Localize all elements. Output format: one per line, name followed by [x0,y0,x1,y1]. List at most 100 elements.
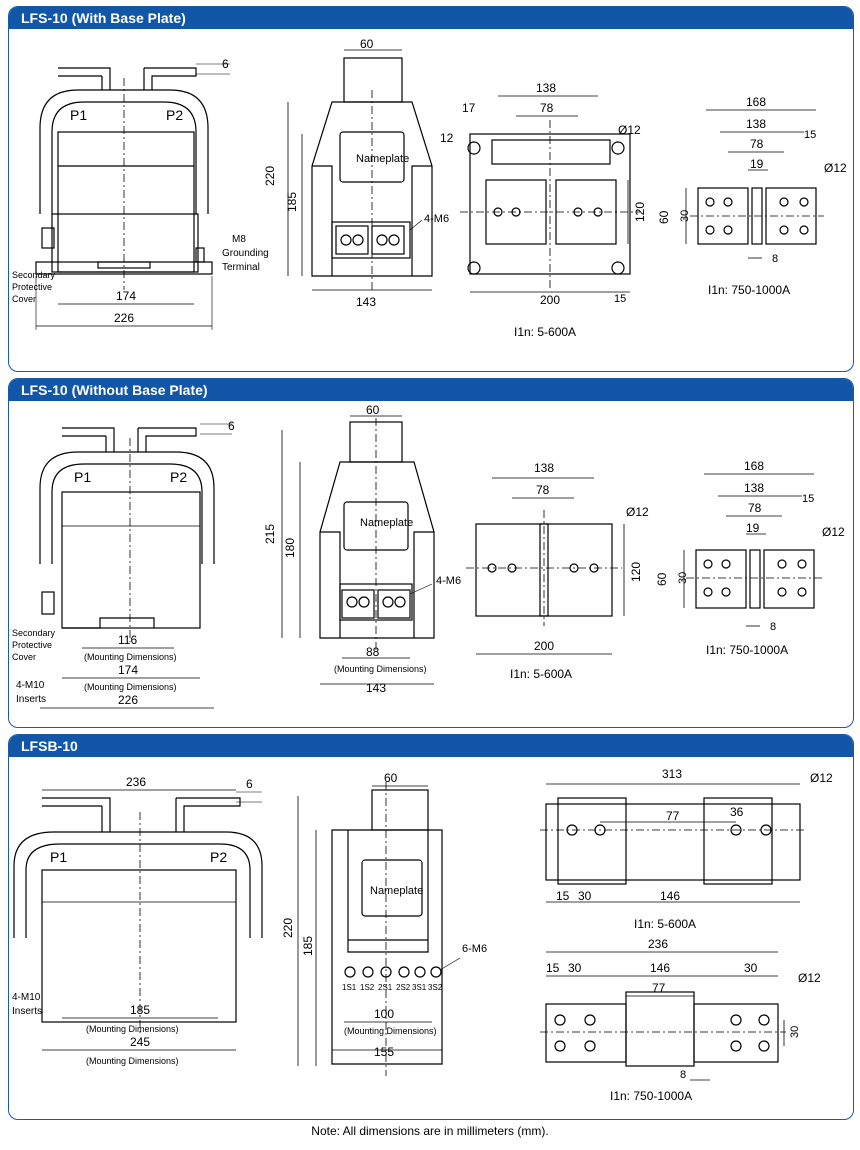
dim-label: 200 [540,293,560,307]
label-range-high: I1n: 750-1000A [708,283,790,297]
label-m10-inserts: 4-M10 [12,992,41,1003]
dim-label: 185 [130,1003,150,1017]
dim-label: 220 [281,918,295,938]
label-mounting: (Mounting Dimensions) [84,682,177,692]
dim-label: 17 [462,101,476,115]
dim-label: 78 [750,137,764,151]
dim-label: 78 [748,501,762,515]
dim-label: 30 [677,572,689,584]
dim-label: 60 [366,403,380,417]
dim-label: 30 [568,961,582,975]
label-secondary-cover: Secondary [12,270,56,280]
terminal-label: 2S2 [396,983,411,992]
footnote: Note: All dimensions are in millimeters … [311,1124,549,1138]
dim-label: 30 [744,961,758,975]
dim-label: 6 [246,777,253,791]
dim-label: 15 [546,961,560,975]
label-mounting: (Mounting Dimensions) [86,1024,179,1034]
dim-label: 245 [130,1035,150,1049]
label-diameter: Ø12 [822,525,845,539]
label-mounting: (Mounting Dimensions) [344,1026,437,1036]
dim-label: 138 [746,117,766,131]
dim-label: 168 [746,95,766,109]
dim-label: 174 [118,663,138,677]
dim-label: 168 [744,459,764,473]
dim-label: 30 [578,889,592,903]
section-title: LFSB-10 [9,735,853,757]
dim-label: 215 [263,524,277,544]
label-p1: P1 [50,849,67,865]
svg-text:Protective: Protective [12,640,52,650]
dim-label: 30 [789,1026,801,1038]
label-m10-inserts: 4-M10 [16,680,45,691]
svg-text:Inserts: Inserts [16,694,46,705]
drawing-lfsb-10: P1 P2 236 6 4-M10 Inserts 185 (Mounting … [12,767,833,1103]
label-4-m6: 4-M6 [424,213,449,225]
label-mounting: (Mounting Dimensions) [86,1056,179,1066]
dim-label: 146 [650,961,670,975]
dim-label: 60 [655,572,669,586]
dim-label: 185 [285,192,299,212]
label-secondary-cover: Secondary [12,628,56,638]
label-range-high: I1n: 750-1000A [706,643,788,657]
dim-label: 77 [652,981,666,995]
label-p2: P2 [210,849,227,865]
dim-label: 138 [536,81,556,95]
label-p2: P2 [166,107,183,123]
section-title: LFS-10 (Without Base Plate) [9,379,853,401]
dim-label: 180 [283,538,297,558]
label-p1: P1 [70,107,87,123]
dim-label: 30 [679,210,691,222]
dim-label: 226 [114,311,134,325]
svg-text:Grounding: Grounding [222,248,269,259]
svg-text:Terminal: Terminal [222,262,260,273]
label-mounting: (Mounting Dimensions) [334,664,427,674]
dim-label: 15 [804,129,816,141]
dim-label: 15 [556,889,570,903]
dim-label: 78 [540,101,554,115]
dim-label: 19 [750,157,764,171]
label-range-high: I1n: 750-1000A [610,1089,692,1103]
label-diameter: Ø12 [626,505,649,519]
label-p1: P1 [74,469,91,485]
dim-label: 6 [222,57,229,71]
dim-label: 60 [657,210,671,224]
label-nameplate: Nameplate [370,885,423,897]
dim-label: 8 [770,621,776,633]
dim-label: 138 [744,481,764,495]
dim-label: 143 [356,295,376,309]
terminal-label: 2S1 [378,983,393,992]
label-nameplate: Nameplate [356,153,409,165]
dim-label: 236 [648,937,668,951]
dim-label: 155 [374,1045,394,1059]
drawing-lfs10-without-base: P1 P2 Secondary Protective Cover 4-M10 I… [12,403,845,709]
dim-label: 6 [228,419,235,433]
terminal-label: 3S2 [428,983,443,992]
label-range-low: I1n: 5-600A [634,917,696,931]
dim-label: 78 [536,483,550,497]
svg-text:Cover: Cover [12,652,36,662]
dim-label: 12 [440,131,454,145]
svg-text:Inserts: Inserts [12,1006,42,1017]
svg-text:Cover: Cover [12,294,36,304]
dim-label: 174 [116,289,136,303]
dim-label: 220 [263,166,277,186]
terminal-label: 3S1 [412,983,427,992]
section-title: LFS-10 (With Base Plate) [9,7,853,29]
dim-label: 120 [633,202,647,222]
dim-label: 19 [746,521,760,535]
dim-label: 200 [534,639,554,653]
dim-label: 60 [360,37,374,51]
dim-label: 143 [366,681,386,695]
svg-text:Protective: Protective [12,282,52,292]
dim-label: 138 [534,461,554,475]
dim-label: 236 [126,775,146,789]
dim-label: 15 [614,293,626,305]
dim-label: 15 [802,493,814,505]
terminal-label: 1S1 [342,983,357,992]
dim-label: 60 [384,771,398,785]
label-range-low: I1n: 5-600A [510,667,572,681]
label-diameter: Ø12 [810,771,833,785]
label-diameter: Ø12 [824,161,847,175]
dim-label: 88 [366,645,380,659]
